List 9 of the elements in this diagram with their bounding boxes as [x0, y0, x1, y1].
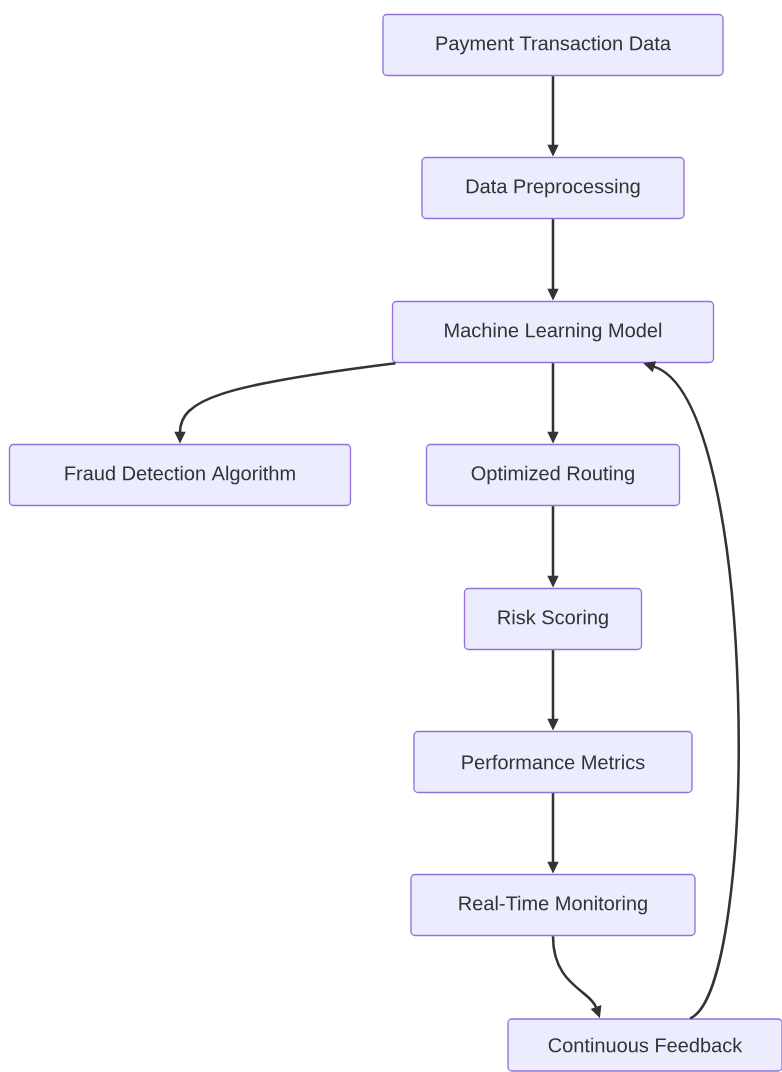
process-box: Real-Time Monitoring: [410, 873, 696, 937]
process-box: Fraud Detection Algorithm: [8, 443, 352, 507]
process-box: Data Preprocessing: [421, 156, 685, 220]
process-box: Performance Metrics: [413, 730, 693, 794]
process-box: Risk Scoring: [463, 587, 643, 651]
process-box: Continuous Feedback: [507, 1018, 782, 1072]
process-box: Machine Learning Model: [391, 300, 715, 364]
process-box: Optimized Routing: [425, 443, 681, 507]
process-box: Payment Transaction Data: [382, 13, 724, 77]
